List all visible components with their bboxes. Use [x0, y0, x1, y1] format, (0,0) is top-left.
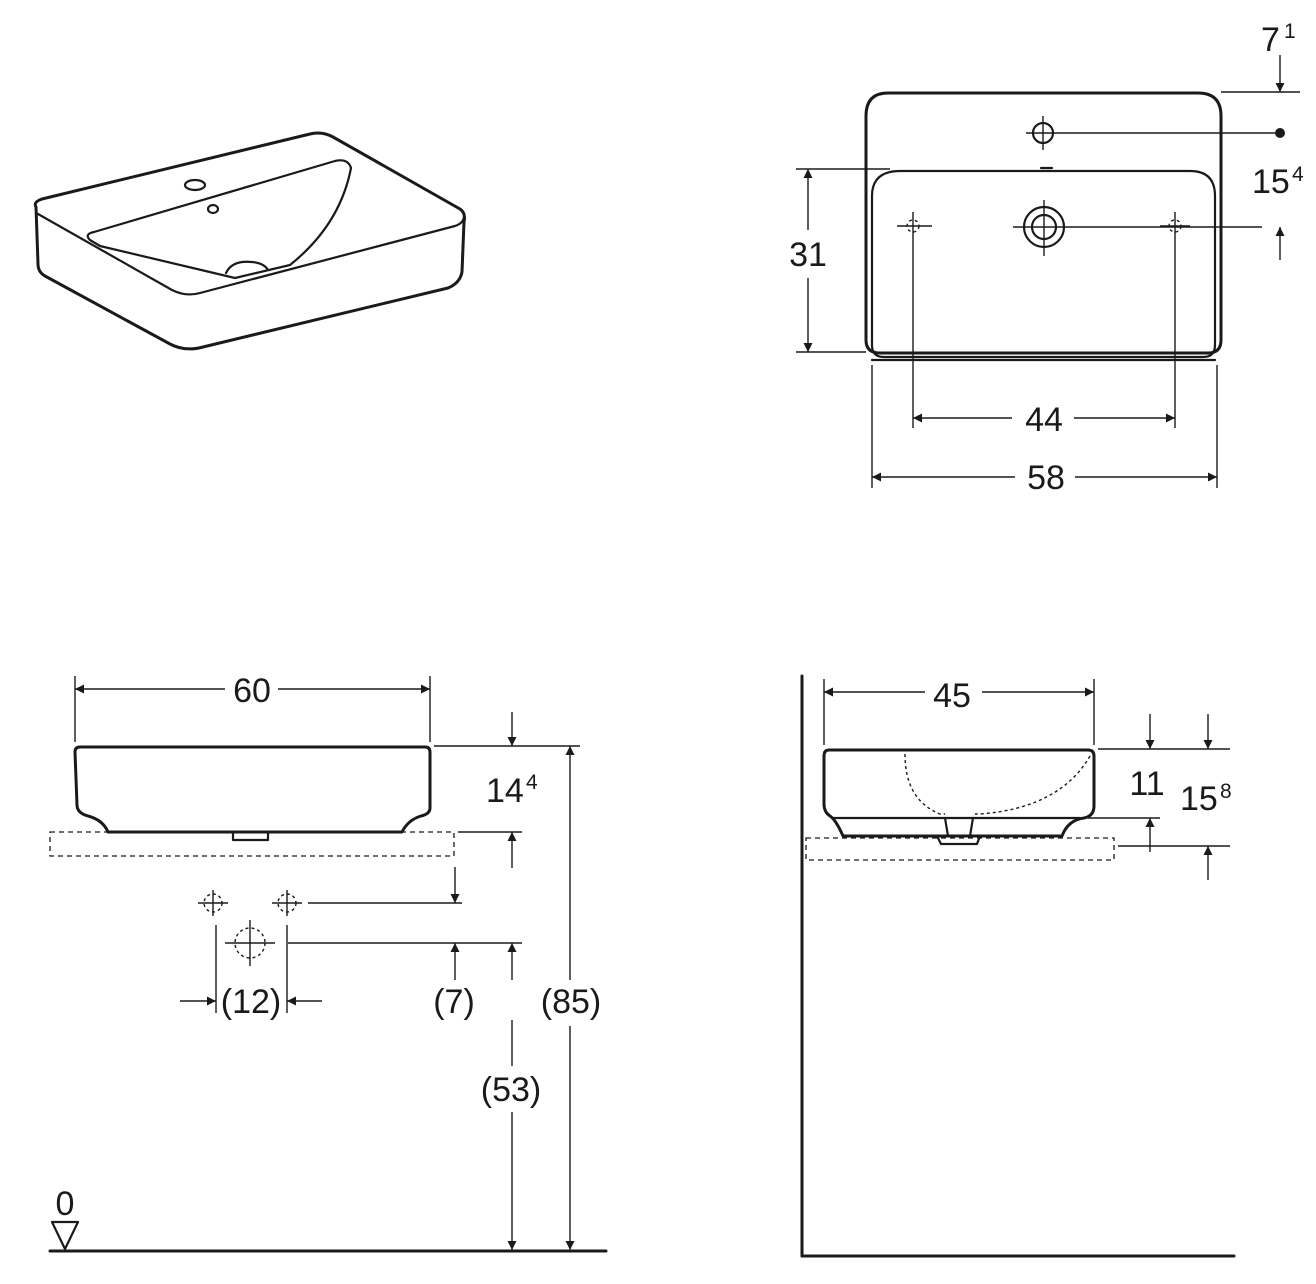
dim-15-side-sup: 8 [1220, 780, 1232, 803]
dim-60: 60 [233, 672, 271, 710]
side-view-basin [800, 674, 1236, 1258]
top-view-labels: 44 58 31 7 1 15 4 [784, 20, 1304, 497]
front-view-labels: 60 14 4 (12) (7) (53) (85) 0 [56, 672, 612, 1223]
dim-58: 58 [1027, 459, 1065, 497]
dim-7: 7 [1261, 21, 1280, 59]
top-view-basin [796, 55, 1300, 488]
front-view-basin [48, 676, 608, 1253]
side-view-labels: 45 11 15 8 [928, 676, 1232, 818]
dim-44: 44 [1025, 401, 1063, 439]
floor-level: 0 [56, 1185, 75, 1223]
dim-7-front: (7) [433, 983, 475, 1021]
isometric-basin-view [33, 131, 466, 351]
dim-31: 31 [789, 236, 827, 274]
dim-12: (12) [221, 983, 281, 1021]
dim-85: (85) [541, 983, 601, 1021]
dim-11: 11 [1129, 765, 1164, 803]
dim-45: 45 [933, 677, 971, 715]
dim-7-sup: 1 [1284, 20, 1296, 43]
dim-15-side: 15 [1180, 780, 1218, 818]
dim-15-top-sup: 4 [1292, 163, 1304, 186]
dim-53: (53) [481, 1071, 541, 1109]
dim-15-top: 15 [1252, 163, 1290, 201]
dim-14: 14 [486, 772, 524, 810]
dim-14-sup: 4 [526, 771, 538, 794]
